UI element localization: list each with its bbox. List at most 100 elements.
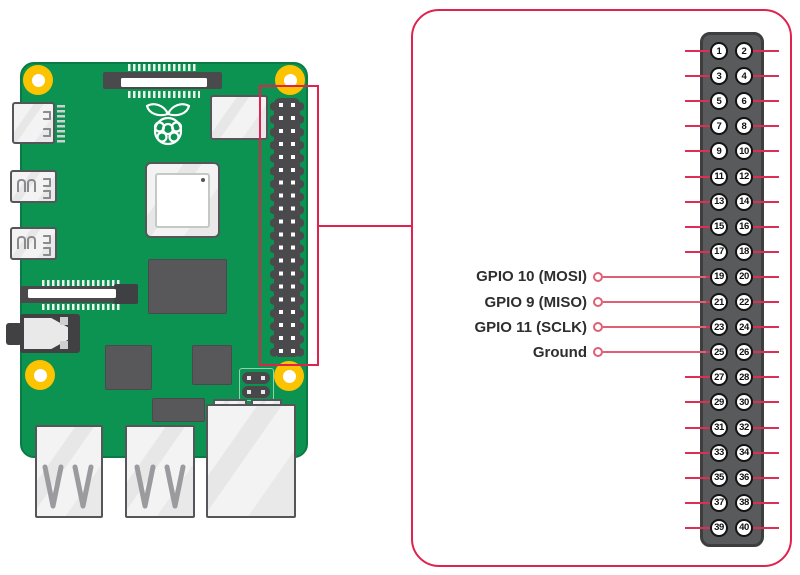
pin-39: 39 xyxy=(710,518,728,537)
pin-19: 19 xyxy=(710,267,728,286)
pin-label-text: Ground xyxy=(532,343,587,361)
pin-tick xyxy=(753,401,779,404)
pin-23: 23 xyxy=(710,318,728,337)
camera-connector-teeth-top xyxy=(128,64,198,71)
port-contact xyxy=(27,179,36,192)
pin-label-25: Ground xyxy=(420,341,706,363)
pin-tick xyxy=(685,526,710,529)
pin-tick xyxy=(685,75,710,78)
mounting-hole xyxy=(274,361,304,391)
soc-dot xyxy=(201,178,205,182)
pin-18: 18 xyxy=(735,242,753,261)
pin-tick xyxy=(753,125,779,128)
port-contact xyxy=(43,235,51,244)
gpio-highlight-rect xyxy=(259,85,319,366)
pin-tick xyxy=(753,376,779,379)
display-connector-teeth-top xyxy=(42,280,122,286)
pin-tick xyxy=(685,426,710,429)
pin-tick xyxy=(753,275,779,278)
pin-11: 11 xyxy=(710,167,728,186)
pin-tick xyxy=(685,50,710,52)
pin-5: 5 xyxy=(710,92,728,111)
pin-2: 2 xyxy=(735,42,753,60)
pin-tick xyxy=(685,501,710,504)
usb-port-stack-1 xyxy=(125,425,195,518)
pin-label-19: GPIO 10 (MOSI) xyxy=(420,266,706,288)
ram-chip xyxy=(148,259,227,314)
gpio-header-pins-col2 xyxy=(291,103,295,355)
pin-tick xyxy=(753,476,779,479)
port-contact xyxy=(17,236,26,249)
pin-label-leader-line xyxy=(603,275,706,278)
pin-8: 8 xyxy=(735,117,753,136)
pin-label-leader-line xyxy=(603,351,706,354)
pin-tick xyxy=(753,50,779,52)
pin-label-marker-icon xyxy=(593,271,603,282)
pin-label-marker-icon xyxy=(593,347,603,358)
pin-35: 35 xyxy=(710,468,728,487)
pin-tick xyxy=(753,225,779,228)
pin-tick xyxy=(685,100,710,103)
pin-tick xyxy=(685,451,710,454)
jumper-pins xyxy=(242,386,270,398)
pin-tick xyxy=(685,150,710,153)
camera-connector-slot xyxy=(121,78,207,87)
pin-tick xyxy=(685,401,710,404)
port-contact xyxy=(43,190,51,199)
audio-jack-barrel xyxy=(6,323,22,345)
pin-label-marker-icon xyxy=(593,297,603,308)
pin-7: 7 xyxy=(710,117,728,136)
pin-16: 16 xyxy=(735,217,753,236)
pin-31: 31 xyxy=(710,418,728,437)
pin-tick xyxy=(685,175,710,178)
raspberry-pi-logo-icon xyxy=(145,103,191,146)
pin-tick xyxy=(753,526,779,529)
jumper-pins xyxy=(242,372,270,384)
pin-34: 34 xyxy=(735,443,753,462)
usb-port-stack-0 xyxy=(35,425,103,518)
pin-label-text: GPIO 9 (MISO) xyxy=(484,293,587,311)
pin-tick xyxy=(685,250,710,253)
chip xyxy=(192,345,232,385)
pin-36: 36 xyxy=(735,468,753,487)
pin-tick xyxy=(753,175,779,178)
pin-30: 30 xyxy=(735,393,753,412)
pin-tick xyxy=(685,225,710,228)
pin-tick xyxy=(753,426,779,429)
pin-tick xyxy=(753,75,779,78)
pin-label-text: GPIO 11 (SCLK) xyxy=(474,318,587,336)
display-connector-slot xyxy=(28,289,116,298)
wireless-module xyxy=(210,95,268,140)
pin-tick xyxy=(753,326,779,329)
pin-10: 10 xyxy=(735,142,753,161)
pin-tick xyxy=(753,100,779,103)
pin-28: 28 xyxy=(735,368,753,387)
pin-15: 15 xyxy=(710,217,728,236)
mounting-hole xyxy=(23,65,53,95)
pin-tick xyxy=(685,125,710,128)
micro-hdmi-port-0 xyxy=(10,170,57,203)
pin-33: 33 xyxy=(710,443,728,462)
pin-17: 17 xyxy=(710,242,728,261)
pin-label-23: GPIO 11 (SCLK) xyxy=(420,316,706,338)
pin-label-leader-line xyxy=(603,326,706,329)
pin-14: 14 xyxy=(735,192,753,211)
mounting-hole xyxy=(25,360,55,390)
chip xyxy=(105,345,152,390)
pin-label-text: GPIO 10 (MOSI) xyxy=(476,268,587,286)
display-connector-teeth-bottom xyxy=(42,304,122,310)
pin-3: 3 xyxy=(710,67,728,86)
pin-tick xyxy=(753,301,779,304)
pin-tick xyxy=(753,501,779,504)
pin-label-marker-icon xyxy=(593,322,603,333)
audio-jack-pin xyxy=(60,317,68,325)
